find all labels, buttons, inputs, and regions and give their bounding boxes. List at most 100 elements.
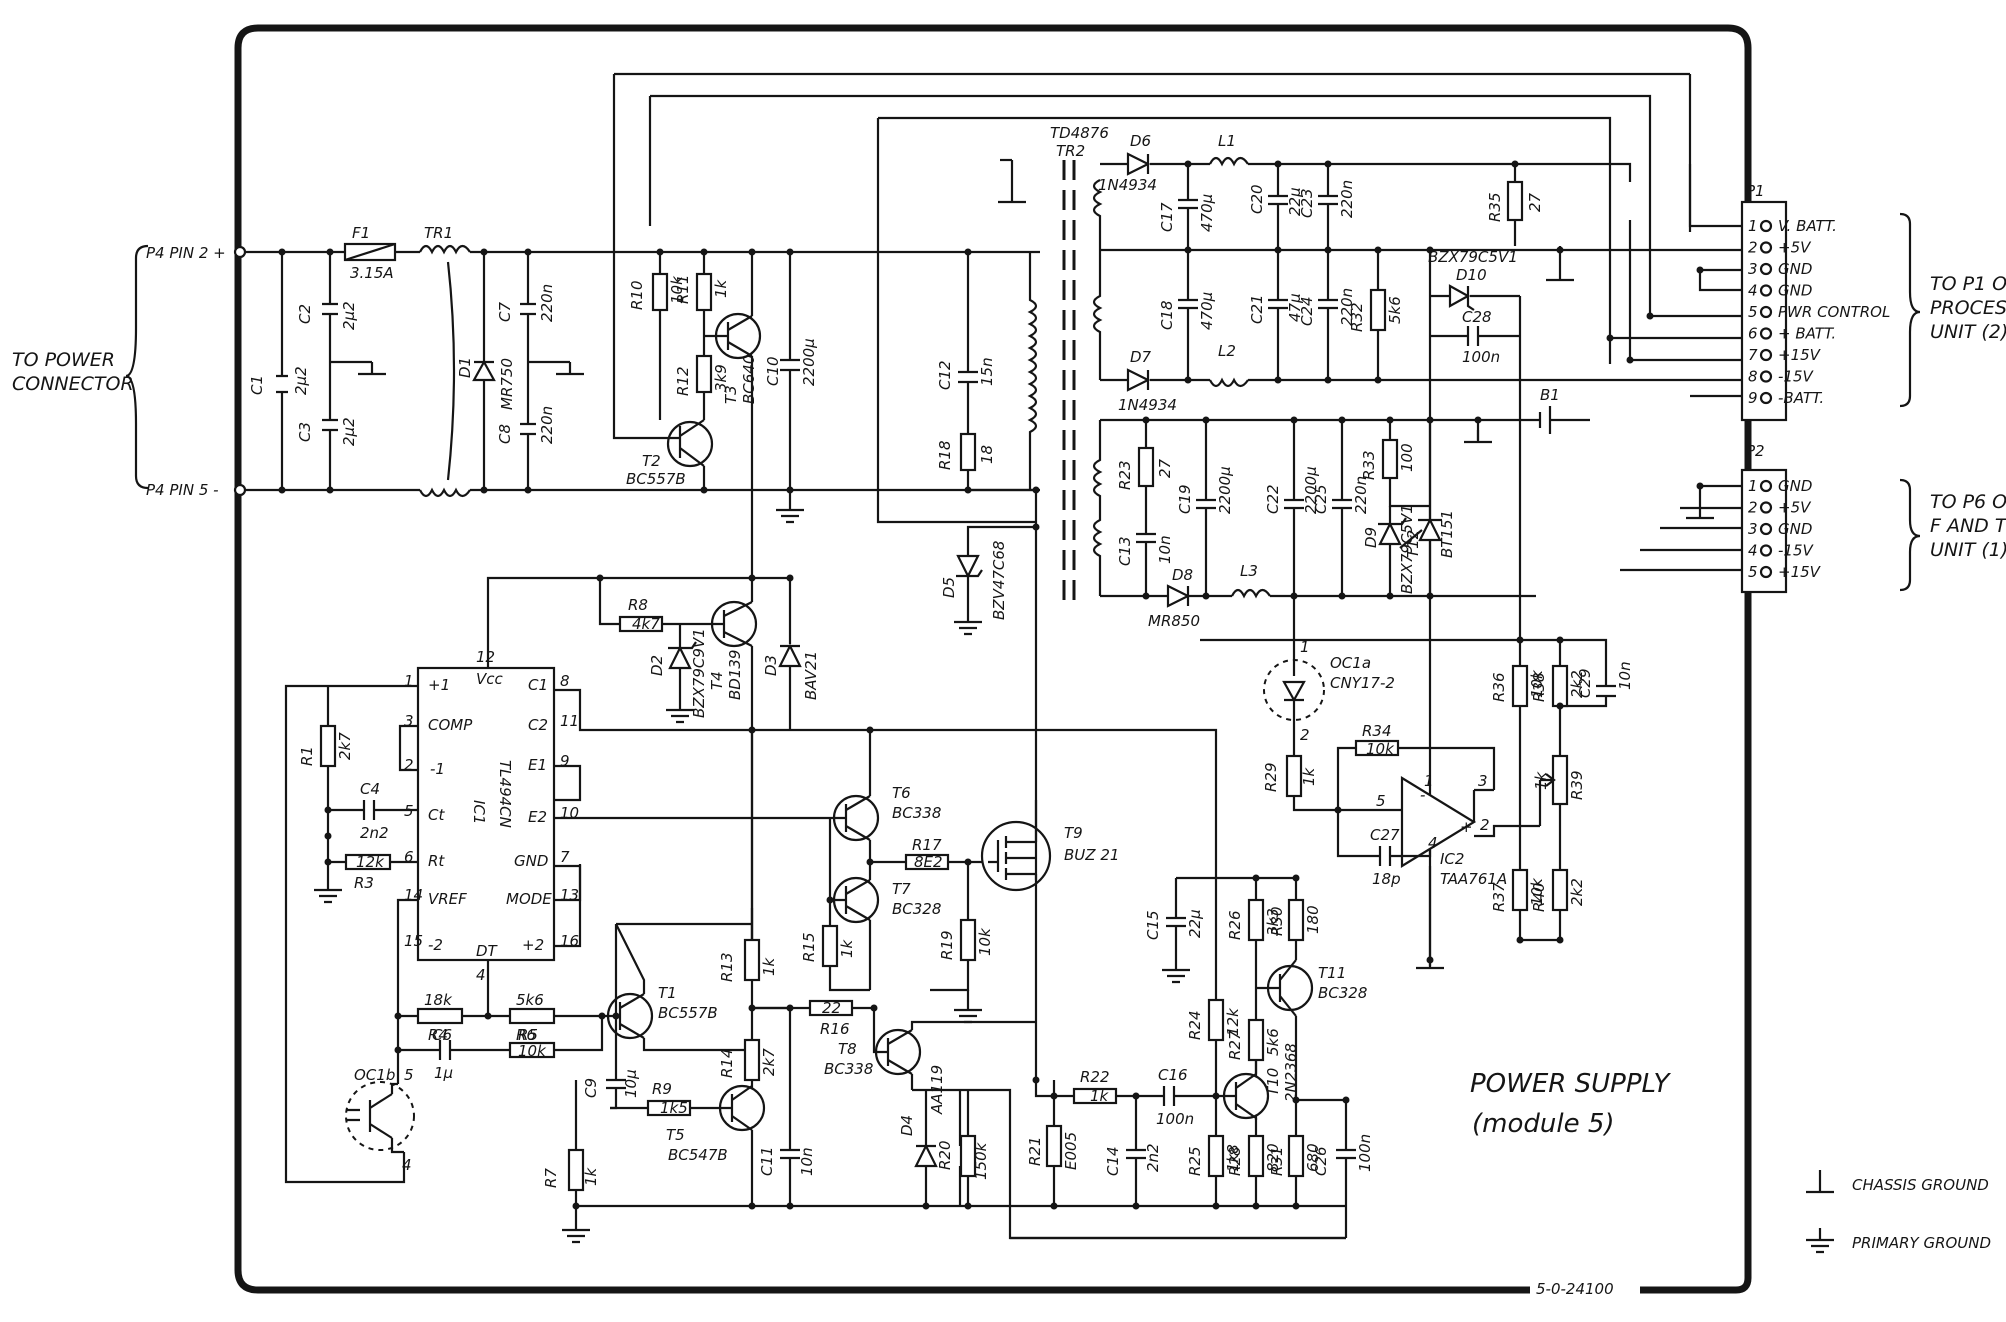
p1-pin-4-terminal xyxy=(1759,284,1773,297)
p2-destination-line-2: F AND T xyxy=(1930,515,2006,537)
t5-label: T5 xyxy=(666,1126,685,1144)
c14-label: C14 xyxy=(1104,1146,1122,1176)
resistor-r13 xyxy=(743,938,761,982)
ic2-label: IC2 xyxy=(1440,850,1464,868)
t2-value: BC557B xyxy=(626,470,686,488)
c1-label: C1 xyxy=(248,375,266,395)
zener-d5 xyxy=(956,554,980,579)
r7-label: R7 xyxy=(542,1168,560,1188)
ic1-pin-p9: 9 xyxy=(560,752,570,770)
diode-d4 xyxy=(914,1143,938,1168)
resistor-r17 xyxy=(904,853,950,871)
r26-value: 3k3 xyxy=(1264,908,1282,936)
to-power-connector-label-2: CONNECTOR xyxy=(12,373,134,395)
resistor-r8 xyxy=(618,615,664,633)
d3-label: D3 xyxy=(762,655,780,676)
tr1-label: TR1 xyxy=(424,224,453,242)
c2-label: C2 xyxy=(296,304,314,324)
r21-label: R21 xyxy=(1026,1136,1044,1166)
r23-label: R23 xyxy=(1116,460,1134,490)
d6-value: 1N4934 xyxy=(1098,176,1157,194)
t7-value: BC328 xyxy=(892,900,941,918)
resistor-r3 xyxy=(344,853,392,871)
p4-pin2-label: P4 PIN 2 + xyxy=(146,244,226,262)
r22-value: 1k xyxy=(1090,1087,1110,1105)
opamp-ic2 xyxy=(1400,776,1477,868)
oc1a-label: OC1a xyxy=(1330,654,1371,672)
diode-d1 xyxy=(472,359,496,382)
p1-destination-line-1: TO P1 ON xyxy=(1930,273,2006,295)
d3-value: BAV21 xyxy=(802,651,820,700)
f1-value: 3.15A xyxy=(350,264,394,282)
r36-label: R36 xyxy=(1490,672,1508,702)
ic1-pin-p8: 8 xyxy=(560,672,570,690)
r8-value: 4k7 xyxy=(632,615,660,633)
p1-pin-3-label: GND xyxy=(1778,260,1812,278)
r40-label: R40 xyxy=(1530,882,1548,912)
c20-value: 22μ xyxy=(1286,187,1304,216)
r15-value: 1k xyxy=(838,938,856,958)
ic1-label: IC1 xyxy=(470,800,488,824)
p1-pin-1-label: V. BATT. xyxy=(1778,217,1837,235)
resistor-r16 xyxy=(808,999,854,1017)
ic2-minus: - xyxy=(1420,786,1425,804)
p2-label: P2 xyxy=(1746,442,1765,460)
d10-label: D10 xyxy=(1456,266,1487,284)
p1-pin-8-number: 8 xyxy=(1748,368,1758,386)
c19-label: C19 xyxy=(1176,484,1194,514)
t9-label: T9 xyxy=(1064,824,1083,842)
left-connector: TO POWER CONNECTOR P4 PIN 2 + P4 PIN 5 - xyxy=(12,244,247,499)
r25-value: 1k8 xyxy=(1224,1144,1242,1172)
resistor-r37 xyxy=(1511,868,1529,912)
p2-pin-2-terminal xyxy=(1759,501,1773,514)
d9-value: BZX79C5V1 xyxy=(1398,504,1416,594)
mosfet-t9 xyxy=(980,820,1052,892)
r28-value: 820 xyxy=(1264,1143,1282,1172)
oc1b-label: OC1b xyxy=(354,1066,395,1084)
c28-label: C28 xyxy=(1462,308,1492,326)
r38-label: R38 xyxy=(1530,672,1548,702)
r3-value: 12k xyxy=(356,853,385,871)
p1-pin-9-terminal xyxy=(1759,391,1773,405)
d2-value: BZX79C9V1 xyxy=(690,628,708,718)
l3-label: L3 xyxy=(1240,562,1258,580)
c14-value: 2n2 xyxy=(1144,1143,1162,1172)
r30-value: 180 xyxy=(1304,905,1322,934)
p2-destination-line-1: TO P6 ON xyxy=(1930,491,2006,513)
r14-value: 2k7 xyxy=(760,1048,778,1076)
p2-pin-5-number: 5 xyxy=(1748,563,1758,581)
f1-label: F1 xyxy=(352,224,370,242)
c16-value: 100n xyxy=(1156,1110,1194,1128)
r35-value: 27 xyxy=(1526,192,1544,212)
r10-label: R10 xyxy=(628,280,646,310)
c12-label: C12 xyxy=(936,360,954,390)
d4-value: AA119 xyxy=(928,1065,946,1115)
ic1-pin-rt: Rt xyxy=(428,852,445,870)
r13-label: R13 xyxy=(718,952,736,982)
d7-value: 1N4934 xyxy=(1118,396,1177,414)
r4-label: R4 xyxy=(428,1026,448,1044)
c6-label: C6 xyxy=(432,1026,452,1044)
t5-value: BC547B xyxy=(668,1146,728,1164)
r16-label: R16 xyxy=(820,1020,850,1038)
d7-label: D7 xyxy=(1130,348,1152,366)
r6-value: 10k xyxy=(518,1042,547,1060)
ic1-pin-p13: 13 xyxy=(560,886,579,904)
t2-label: T2 xyxy=(642,452,661,470)
r30-label: R30 xyxy=(1268,906,1286,936)
c20-label: C20 xyxy=(1248,184,1266,214)
r9-value: 1k5 xyxy=(660,1099,688,1117)
resistor-r5 xyxy=(508,1007,556,1025)
oc1a-pin2: 2 xyxy=(1300,726,1310,744)
diode-d8 xyxy=(1166,584,1191,608)
r39-value: 1k xyxy=(1532,770,1550,790)
optocoupler-oc1a: OC1a CNY17-2 1 2 xyxy=(1263,596,1395,744)
ic1-pin-e2: E2 xyxy=(528,808,547,826)
r12-label: R12 xyxy=(674,366,692,396)
t12-label: T12 xyxy=(1404,530,1422,558)
c26-label: C26 xyxy=(1312,1146,1330,1176)
ground-legend: CHASSIS GROUND PRIMARY GROUND xyxy=(1806,1170,1991,1254)
t6-label: T6 xyxy=(892,784,911,802)
t4-label: T4 xyxy=(708,671,726,690)
r25-label: R25 xyxy=(1186,1146,1204,1176)
